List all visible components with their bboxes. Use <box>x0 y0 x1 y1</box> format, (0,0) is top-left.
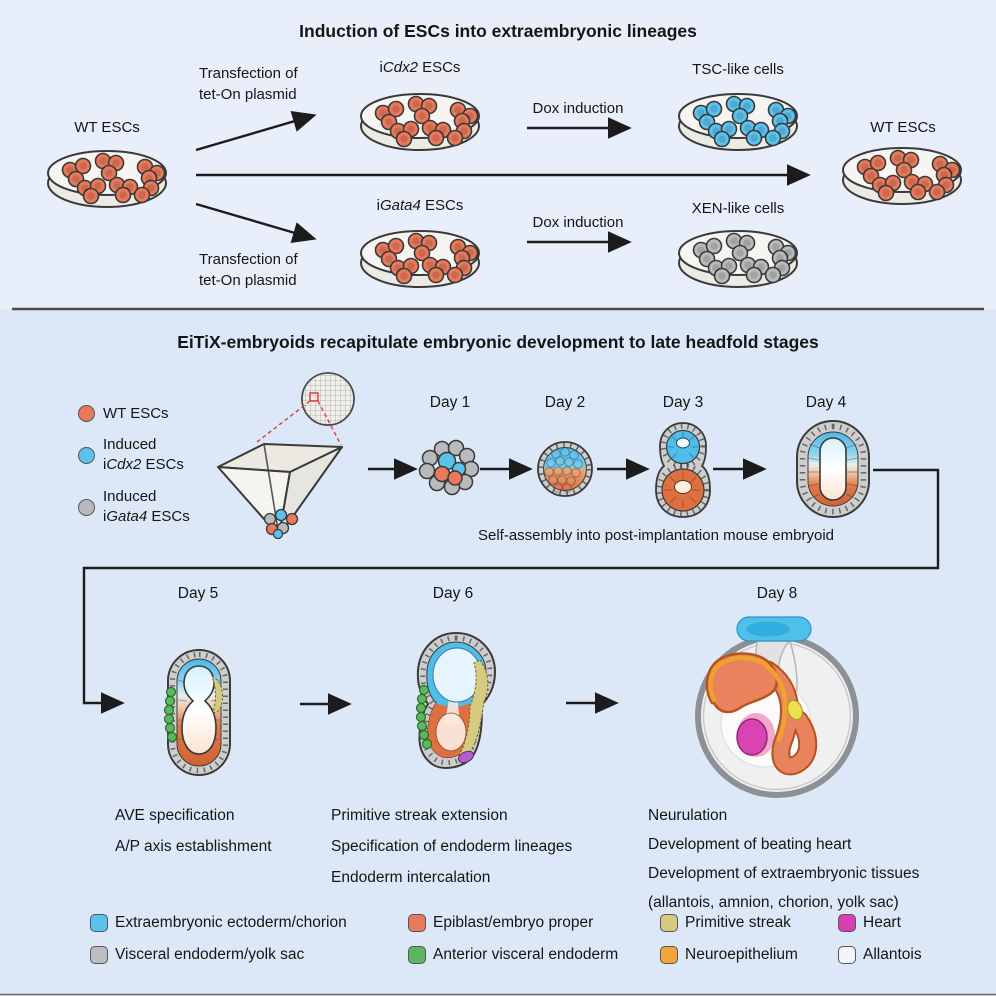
petri-dish-icdx2 <box>360 93 480 151</box>
zoom-source-square <box>309 392 319 402</box>
icdx2-legend-line2: iCdx2 ESCs <box>103 456 184 473</box>
neuroepithelium-band <box>708 655 788 743</box>
visceral-endoderm-swatch <box>90 946 108 964</box>
embryoid-day3 <box>655 422 711 518</box>
panel2-title: EiTiX-embryoids recapitulate embryonic d… <box>177 332 819 352</box>
embryoid-day6 <box>415 631 497 769</box>
day2-label: Day 2 <box>544 394 586 411</box>
self-assembly-caption: Self-assembly into post-implantation mou… <box>478 527 834 544</box>
petri-dish-xen <box>678 230 798 288</box>
heart-label: Heart <box>863 914 901 931</box>
day6-label: Day 6 <box>432 585 474 602</box>
primitive-streak-swatch <box>660 914 678 932</box>
panel1-title: Induction of ESCs into extraembryonic li… <box>299 21 697 41</box>
wt-escs-right-label: WT ESCs <box>870 119 936 136</box>
anterior-visceral-endoderm-swatch <box>408 946 426 964</box>
arrow-day4-day5-elbow <box>82 468 940 714</box>
arrow-transfection-bottom <box>195 202 317 243</box>
primitive-streak-day5 <box>211 674 223 713</box>
embryoid-day4 <box>796 420 870 518</box>
neuroepithelium-swatch <box>660 946 678 964</box>
extraembryonic-ectoderm-swatch <box>90 914 108 932</box>
panel2-arrows <box>82 458 940 715</box>
wt-esc-legend-dot <box>78 405 95 422</box>
dox-induction-label-top: Dox induction <box>532 100 624 117</box>
extraembryonic-ectoderm-label: Extraembryonic ectoderm/chorion <box>115 914 347 931</box>
allantois-swatch <box>838 946 856 964</box>
ave-cells-day6 <box>415 684 433 750</box>
microwell-pyramid <box>217 372 355 540</box>
arrow-transfection-top <box>195 111 317 152</box>
anterior-visceral-endoderm-label: Anterior visceral endoderm <box>433 946 619 963</box>
heart-swatch <box>838 914 856 932</box>
proamniotic-cavity <box>181 665 217 755</box>
igata4-legend-dot <box>78 499 95 516</box>
petri-dish-wt-right <box>842 147 962 205</box>
zoom-callout-line <box>256 400 311 443</box>
trunk <box>760 662 816 774</box>
day4-label: Day 4 <box>805 394 847 411</box>
petri-dish-igata4 <box>360 230 480 288</box>
embryoid-day8 <box>695 616 859 798</box>
epiblast-label: Epiblast/embryo proper <box>433 914 594 931</box>
icdx2-legend-line1: Induced <box>103 436 157 453</box>
allantois-bud <box>786 699 804 721</box>
headfold <box>705 652 779 714</box>
primitive-streak-label: Primitive streak <box>685 914 791 931</box>
panel1-arrows <box>195 111 811 253</box>
day3-label: Day 3 <box>662 394 704 411</box>
petri-dish-tsc <box>678 93 798 151</box>
wt-escs-left-label: WT ESCs <box>74 119 140 136</box>
heart <box>736 718 768 756</box>
xen-like-cells-label: XEN-like cells <box>691 200 785 217</box>
seeded-cells <box>263 508 299 540</box>
distal-endoderm-day6 <box>457 750 475 764</box>
zoom-callout-line <box>317 400 342 446</box>
day8-label: Day 8 <box>756 585 798 602</box>
epiblast-swatch <box>408 914 426 932</box>
igata4-legend-line1: Induced <box>103 488 157 505</box>
wt-esc-legend-label: WT ESCs <box>103 405 169 422</box>
igata4-legend-line2: iGata4 ESCs <box>103 508 190 525</box>
igata4-escs-label: iGata4 ESCs <box>376 197 464 214</box>
ave-cells-day5 <box>163 686 178 743</box>
top-panel-background <box>0 0 996 309</box>
petri-dish-wt-left <box>47 150 167 208</box>
embryoid-day1 <box>418 439 480 496</box>
icdx2-legend-dot <box>78 447 95 464</box>
embryoid-day5 <box>163 649 231 776</box>
day5-label: Day 5 <box>177 585 219 602</box>
tsc-like-cells-label: TSC-like cells <box>692 61 784 78</box>
visceral-endoderm-label: Visceral endoderm/yolk sac <box>115 946 305 963</box>
allantois-label: Allantois <box>863 946 922 963</box>
day1-label: Day 1 <box>429 394 471 411</box>
embryoid-day2 <box>537 441 593 497</box>
icdx2-escs-label: iCdx2 ESCs <box>379 59 461 76</box>
neuroepithelium-label: Neuroepithelium <box>685 946 798 963</box>
dox-induction-label-bottom: Dox induction <box>532 214 624 231</box>
